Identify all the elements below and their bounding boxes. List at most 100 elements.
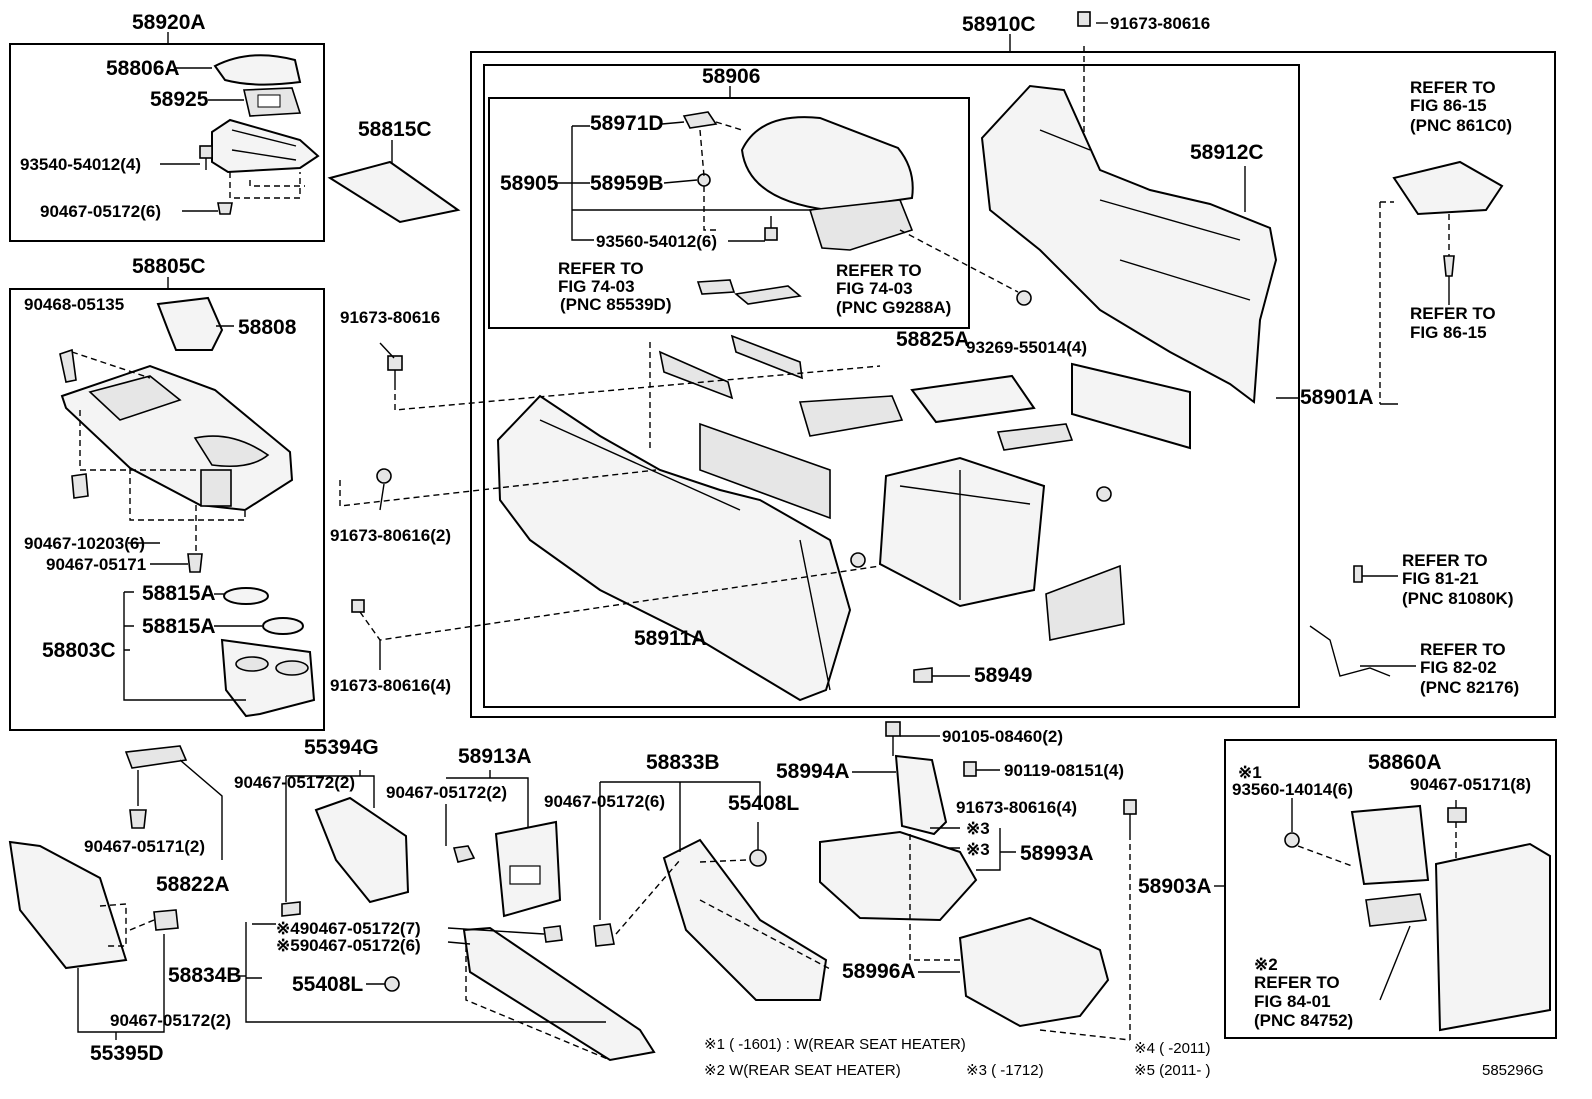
label-58911A: 58911A [634, 627, 706, 650]
label-90467-05172-6a: 90467-05172(6) [40, 202, 161, 221]
label-93540-54012: 93540-54012(4) [20, 155, 141, 174]
label-x3a: ※3 [966, 819, 990, 838]
plate-right [1045, 564, 1125, 641]
clip-90467-05171-2 [129, 809, 147, 829]
note-x3: ※3 ( -1712) [966, 1062, 1044, 1079]
ref-8121-1: REFER TO [1402, 551, 1488, 570]
label-58815C: 58815C [358, 118, 432, 141]
ref-8202-2: FIG 82-02 [1420, 658, 1497, 677]
screw-91673-4 [351, 599, 365, 613]
armrest-58905 [740, 116, 914, 251]
label-58834B: 58834B [168, 964, 242, 987]
mat-58925 [243, 87, 302, 117]
ref-8615b-2: FIG 86-15 [1410, 323, 1487, 342]
label-55394G: 55394G [304, 736, 379, 759]
label-58910C: 58910C [962, 13, 1036, 36]
clip-90468 [59, 348, 77, 383]
bolt-90105 [885, 721, 901, 737]
screw-91673-2 [376, 468, 392, 484]
bracket-58996A [958, 916, 1110, 1028]
ref-8121-3: (PNC 81080K) [1402, 589, 1514, 608]
clip-58834B [543, 925, 563, 943]
label-58996A: 58996A [842, 960, 916, 983]
clip-58833B [593, 923, 615, 947]
label-55395D: 55395D [90, 1042, 164, 1065]
label-58815A-2: 58815A [142, 615, 216, 638]
panel-58912C [980, 84, 1278, 404]
frame-58920A [9, 43, 325, 242]
pad-G9288A [734, 285, 802, 305]
screw-861C0 [1443, 255, 1455, 277]
screw-55408L-b [749, 849, 767, 867]
frame-58903A [1224, 739, 1557, 1039]
mat-58815C [327, 160, 461, 224]
ref-8202-1: REFER TO [1420, 640, 1506, 659]
label-58833B: 58833B [646, 751, 720, 774]
screw-93269 [1016, 290, 1032, 306]
ring-58815A-2 [262, 617, 304, 635]
tray-58825A [910, 374, 1036, 424]
frame-58906 [488, 97, 970, 329]
label-58803C: 58803C [42, 639, 116, 662]
label-90119-08151: 90119-08151(4) [1004, 761, 1124, 780]
label-58925: 58925 [150, 88, 209, 111]
ref-8615a-3: (PNC 861C0) [1410, 116, 1512, 135]
switch-84752 [1365, 893, 1427, 927]
screw-91673-left [387, 355, 403, 384]
lid-58806A [213, 54, 302, 86]
label-90467-05172-2b: 90467-05172(2) [386, 783, 507, 802]
label-55408L-b: 55408L [728, 792, 799, 815]
label-58903A: 58903A [1138, 875, 1212, 898]
ref-7403a-2: FIG 74-03 [558, 277, 635, 296]
label-58971D: 58971D [590, 112, 664, 135]
label-91673-80616-top: 91673-80616 [1110, 14, 1210, 33]
label-93560-54012: 93560-54012(6) [596, 232, 717, 251]
label-91673-80616-left: 91673-80616 [340, 308, 440, 327]
label-93560-14014: 93560-14014(6) [1232, 780, 1353, 799]
label-58808: 58808 [238, 316, 297, 339]
label-x4-90467: ※490467-05172(7) [276, 919, 421, 938]
ref-8615a-1: REFER TO [1410, 78, 1496, 97]
bracket-a [658, 350, 734, 400]
label-90105-08460: 90105-08460(2) [942, 727, 1063, 746]
label-58959B: 58959B [590, 172, 664, 195]
ref-7403a-1: REFER TO [558, 259, 644, 278]
mat-58901A [1071, 362, 1191, 450]
screw-93560-54012 [764, 216, 778, 241]
frame-58805C [9, 288, 325, 731]
panel-55394G [314, 796, 410, 904]
label-58906: 58906 [702, 65, 760, 88]
note-x1: ※1 ( -1601) : W(REAR SEAT HEATER) [704, 1036, 966, 1053]
label-90467-05171: 90467-05171 [46, 555, 146, 574]
bolt-91673-4b [1123, 799, 1137, 815]
trim-58834B [462, 926, 656, 1062]
clip-90467-05172 [217, 202, 233, 215]
label-91673-80616-4: 91673-80616(4) [330, 676, 451, 695]
ref-8121-2: FIG 81-21 [1402, 569, 1479, 588]
wire-82176 [1309, 625, 1391, 677]
label-58815A-1: 58815A [142, 582, 216, 605]
clip-58949 [913, 667, 933, 683]
clip-55394G [281, 901, 301, 917]
bolt-90119 [963, 761, 977, 777]
bracket-b [730, 334, 803, 380]
ref-8615a-2: FIG 86-15 [1410, 96, 1487, 115]
console-58805C [60, 364, 294, 512]
label-58905: 58905 [500, 172, 559, 195]
label-x3b: ※3 [966, 840, 990, 859]
ref-8202-3: (PNC 82176) [1420, 678, 1519, 697]
figure-code: 585296G [1482, 1062, 1544, 1079]
clip-58913A [452, 845, 476, 863]
clip-90467-10203 [71, 473, 89, 499]
label-x1: ※1 [1238, 763, 1262, 782]
label-58993A: 58993A [1020, 842, 1094, 865]
label-93269-55014: 93269-55014(4) [966, 338, 1087, 357]
label-90467-05171-8: 90467-05171(8) [1410, 775, 1531, 794]
label-90467-05171-2: 90467-05171(2) [84, 837, 205, 856]
ref-7403a-3: (PNC 85539D) [560, 295, 672, 314]
ref-7403b-1: REFER TO [836, 261, 922, 280]
label-58805C: 58805C [132, 255, 206, 278]
label-91673-80616-4b: 91673-80616(4) [956, 798, 1077, 817]
label-58860A: 58860A [1368, 751, 1442, 774]
